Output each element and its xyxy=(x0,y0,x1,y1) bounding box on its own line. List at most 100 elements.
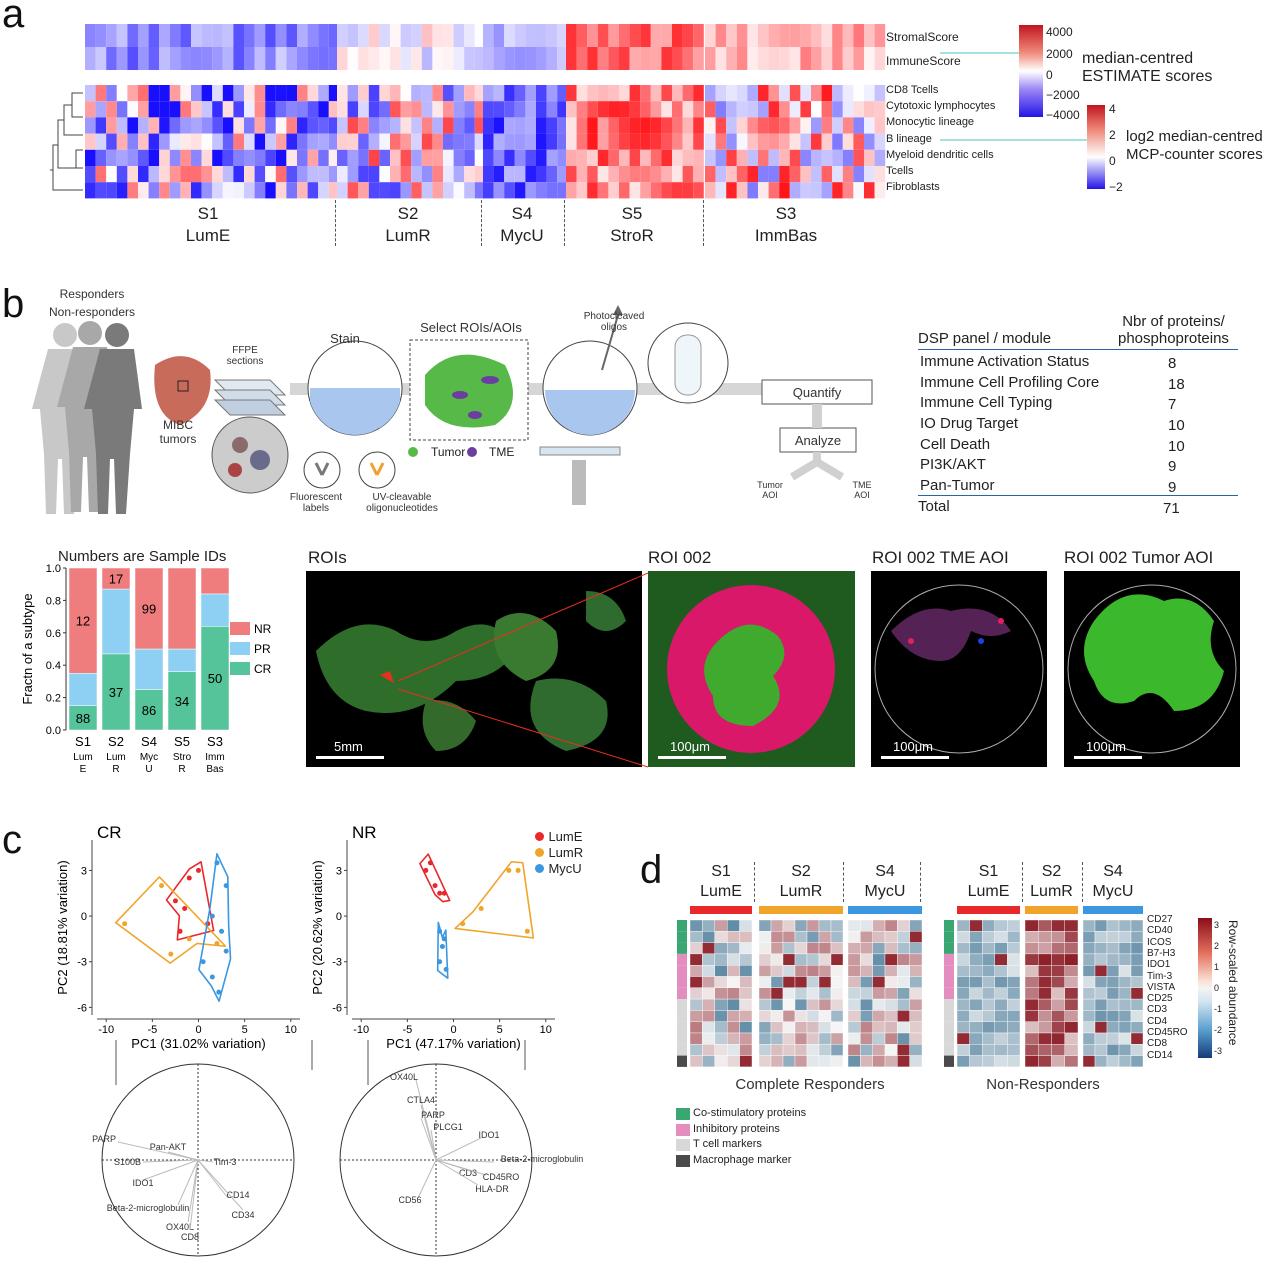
y-axis-label: PC2 (18.81% variation) xyxy=(55,860,70,994)
heat-cell xyxy=(693,133,704,150)
heat-cell xyxy=(693,149,704,166)
bar-data-label: 12 xyxy=(76,614,90,629)
annotation-bar xyxy=(944,965,954,977)
y-tick-label: 0 xyxy=(81,911,87,923)
loading-label: IDO1 xyxy=(478,1130,499,1140)
heat-cell xyxy=(864,47,875,70)
heat-cell xyxy=(705,24,716,47)
heat-cell xyxy=(608,166,619,183)
heat-cell xyxy=(1051,1055,1065,1068)
bar-segment xyxy=(68,673,98,706)
heat-cell xyxy=(464,182,475,199)
loading-arrow xyxy=(420,1117,437,1161)
bar-data-label: 34 xyxy=(175,694,189,709)
heat-cell xyxy=(739,1021,753,1034)
heat-cell xyxy=(337,149,348,166)
heat-cell xyxy=(705,166,716,183)
heat-cell xyxy=(233,166,244,183)
heat-cell xyxy=(1094,1032,1108,1045)
heat-cell xyxy=(432,149,443,166)
heat-cell xyxy=(400,47,412,70)
group-color-bar xyxy=(1083,906,1143,914)
heat-cell xyxy=(275,149,287,166)
heat-cell xyxy=(597,149,609,166)
heat-cell xyxy=(860,964,873,977)
heat-cell xyxy=(715,166,727,183)
heat-cell xyxy=(1130,1044,1144,1056)
heat-cell xyxy=(1130,987,1144,1000)
heat-cell xyxy=(169,85,181,102)
heat-cell xyxy=(897,919,910,932)
heat-cell xyxy=(640,47,651,70)
heat-cell xyxy=(116,133,128,150)
heat-cell xyxy=(85,166,96,183)
heat-cell xyxy=(358,117,369,134)
heat-cell xyxy=(800,117,811,134)
heat-cell xyxy=(400,101,412,118)
heat-cell xyxy=(1082,976,1096,989)
data-point xyxy=(216,989,222,995)
heat-cell xyxy=(180,133,191,150)
heat-cell xyxy=(689,1010,703,1022)
heat-cell xyxy=(830,1021,844,1034)
heat-cell xyxy=(818,1032,832,1045)
heat-cell xyxy=(400,117,412,134)
heat-cell xyxy=(994,1055,1008,1068)
data-point xyxy=(214,940,220,946)
heat-cell xyxy=(1106,1055,1120,1068)
heat-cell xyxy=(629,24,641,47)
x-tick-label: 0 xyxy=(450,1024,456,1036)
d-protein-label: VISTA xyxy=(1147,981,1176,993)
heat-cell xyxy=(400,149,412,166)
heat-cell xyxy=(779,149,790,166)
heat-cell xyxy=(800,149,811,166)
d-protein-label: CD40 xyxy=(1147,925,1173,937)
heat-cell xyxy=(597,47,609,70)
heat-cell xyxy=(739,976,753,989)
heat-cell xyxy=(514,166,526,183)
annotation-bar xyxy=(944,1021,954,1033)
d-cb-tick: 0 xyxy=(1214,983,1220,993)
heat-cell xyxy=(608,117,619,134)
heat-cell xyxy=(830,987,844,1000)
heat-cell xyxy=(1082,987,1096,1000)
heat-cell xyxy=(770,976,784,989)
heat-cell xyxy=(650,149,662,166)
heat-cell xyxy=(138,117,149,134)
heat-cell xyxy=(794,964,808,977)
heat-cell xyxy=(672,24,683,47)
heat-cell xyxy=(830,919,844,932)
heat-cell xyxy=(994,1021,1008,1034)
heat-cell xyxy=(337,133,348,150)
heat-cell xyxy=(847,931,861,943)
heat-cell xyxy=(297,149,308,166)
heat-cell xyxy=(739,1032,753,1045)
heat-cell xyxy=(106,24,117,47)
dsp-module-count: 9 xyxy=(1168,458,1177,476)
heat-cell xyxy=(736,182,748,199)
heat-cell xyxy=(1082,919,1096,932)
heat-cell xyxy=(169,24,181,47)
heat-cell xyxy=(138,47,149,70)
heat-cell xyxy=(307,47,319,70)
data-point xyxy=(214,860,220,866)
loading-arrow xyxy=(417,1159,437,1199)
heat-cell xyxy=(682,85,694,102)
divider xyxy=(564,200,565,246)
heat-cell xyxy=(159,24,170,47)
dsp-module-name: Pan-Tumor xyxy=(920,477,995,495)
data-point xyxy=(524,928,530,934)
data-point xyxy=(159,883,165,889)
heat-cell xyxy=(576,149,588,166)
d-legend-swatch xyxy=(676,1139,690,1151)
tme-legend: TME xyxy=(489,445,515,459)
heat-cell xyxy=(347,133,359,150)
d-cb-tick: -3 xyxy=(1214,1046,1223,1056)
heat-cell xyxy=(714,1010,728,1022)
heat-cell xyxy=(702,942,715,955)
d-protein-label: CD4 xyxy=(1147,1015,1168,1027)
heat-cell xyxy=(1094,1055,1108,1068)
heat-cell xyxy=(318,166,329,183)
heat-cell xyxy=(1038,1010,1052,1022)
